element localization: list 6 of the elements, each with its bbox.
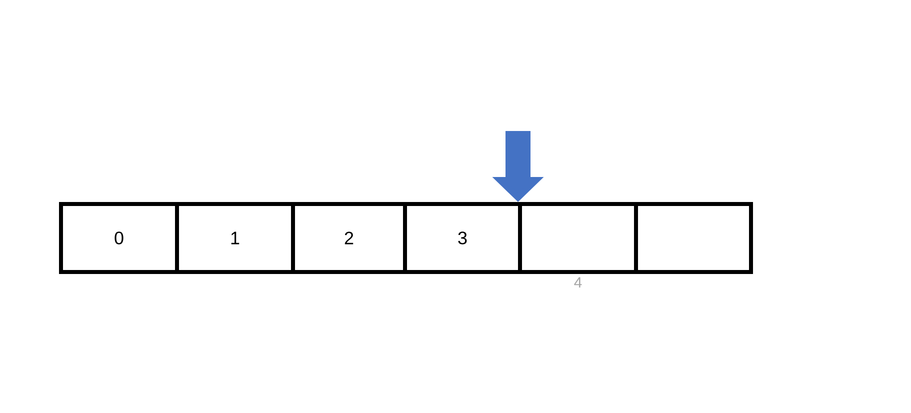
array-cell: 3 <box>403 202 522 274</box>
array-cell <box>634 202 753 274</box>
array-cell: 0 <box>59 202 179 274</box>
array-cell: 1 <box>175 202 295 274</box>
index-label: 4 <box>574 277 582 288</box>
array-cell: 2 <box>291 202 407 274</box>
